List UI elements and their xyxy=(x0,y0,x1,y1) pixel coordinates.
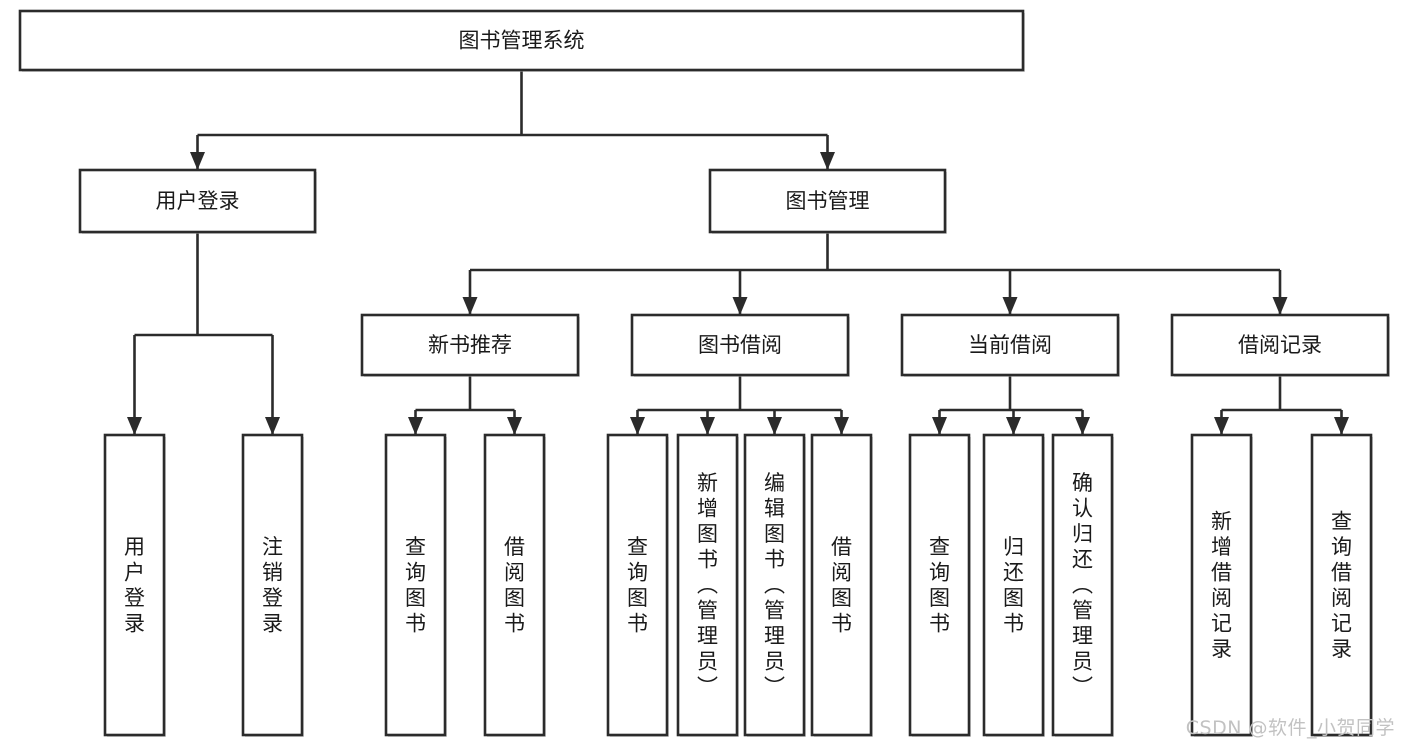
node-leaf-borrow-book[interactable]: 借阅图书 xyxy=(810,433,873,737)
node-root[interactable]: 图书管理系统 xyxy=(18,9,1025,72)
node-box xyxy=(18,9,1025,72)
node-leaf-add-borrow-record[interactable]: 新增借阅记录 xyxy=(1190,433,1253,737)
edge-group-book-management xyxy=(462,232,1288,315)
arrow-head-icon xyxy=(1334,417,1349,435)
node-leaf-query-book-borrow[interactable]: 查询图书 xyxy=(606,433,669,737)
arrow-head-icon xyxy=(265,417,280,435)
arrow-head-icon xyxy=(190,152,205,170)
node-label: 用户登录 xyxy=(156,189,240,213)
arrow-head-icon xyxy=(507,417,522,435)
edge-group-new-book-recommend xyxy=(408,375,522,435)
node-box xyxy=(908,433,971,737)
node-layer: 图书管理系统用户登录图书管理新书推荐图书借阅当前借阅借阅记录用户登录注销登录查询… xyxy=(18,9,1390,737)
node-leaf-return-book[interactable]: 归还图书 xyxy=(982,433,1045,737)
arrow-head-icon xyxy=(462,297,478,315)
node-box xyxy=(384,433,447,737)
arrow-head-icon xyxy=(1075,417,1090,435)
arrow-head-icon xyxy=(700,417,715,435)
node-label: 图书管理 xyxy=(786,189,870,213)
node-label: 查询图书 xyxy=(929,535,950,636)
node-box xyxy=(630,313,850,377)
arrow-head-icon xyxy=(767,417,782,435)
node-box xyxy=(1170,313,1390,377)
node-leaf-query-book-rec[interactable]: 查询图书 xyxy=(384,433,447,737)
node-box xyxy=(900,313,1120,377)
arrow-head-icon xyxy=(408,417,423,435)
node-current-borrow[interactable]: 当前借阅 xyxy=(900,313,1120,377)
node-label: 借阅图书 xyxy=(504,535,525,636)
node-box xyxy=(606,433,669,737)
edge-group-current-borrow xyxy=(932,375,1090,435)
node-box xyxy=(241,433,304,737)
node-label: 用户登录 xyxy=(124,535,145,636)
node-box xyxy=(708,168,947,234)
node-leaf-query-borrow-record[interactable]: 查询借阅记录 xyxy=(1310,433,1373,737)
node-label: 借阅记录 xyxy=(1238,333,1322,357)
node-box xyxy=(982,433,1045,737)
node-leaf-user-logout[interactable]: 注销登录 xyxy=(241,433,304,737)
node-label: 归还图书 xyxy=(1003,535,1024,636)
edge-group-borrow-record xyxy=(1214,375,1349,435)
arrow-head-icon xyxy=(1272,297,1288,315)
arrow-head-icon xyxy=(127,417,142,435)
node-book-management[interactable]: 图书管理 xyxy=(708,168,947,234)
node-leaf-add-book[interactable]: 新增图书︵管理员︶ xyxy=(676,433,739,737)
node-box xyxy=(103,433,166,737)
node-label: 编辑图书︵管理员︶ xyxy=(764,471,785,699)
node-user-login[interactable]: 用户登录 xyxy=(78,168,317,234)
node-box xyxy=(676,433,739,737)
node-box xyxy=(78,168,317,234)
node-label: 新增图书︵管理员︶ xyxy=(697,471,718,699)
node-leaf-user-login[interactable]: 用户登录 xyxy=(103,433,166,737)
arrow-head-icon xyxy=(630,417,645,435)
node-label: 查询图书 xyxy=(627,535,648,636)
node-label: 注销登录 xyxy=(262,535,283,636)
node-borrow-record[interactable]: 借阅记录 xyxy=(1170,313,1390,377)
edge-group-book-borrow xyxy=(630,375,849,435)
node-box xyxy=(1051,433,1114,737)
node-box xyxy=(483,433,546,737)
node-label: 图书借阅 xyxy=(698,333,782,357)
node-label: 新增借阅记录 xyxy=(1211,509,1232,661)
node-box xyxy=(743,433,806,737)
node-leaf-borrow-book-rec[interactable]: 借阅图书 xyxy=(483,433,546,737)
arrow-head-icon xyxy=(732,297,748,315)
node-leaf-query-book-current[interactable]: 查询图书 xyxy=(908,433,971,737)
node-label: 图书管理系统 xyxy=(459,29,585,53)
arrow-head-icon xyxy=(1006,417,1021,435)
arrow-head-icon xyxy=(1214,417,1229,435)
arrow-head-icon xyxy=(932,417,947,435)
node-label: 查询借阅记录 xyxy=(1331,509,1352,661)
node-label: 新书推荐 xyxy=(428,333,512,357)
node-label: 借阅图书 xyxy=(831,535,852,636)
csdn-watermark: CSDN @软件_小贺同学 xyxy=(1185,717,1395,739)
edge-group-root xyxy=(190,70,835,170)
node-box xyxy=(360,313,580,377)
node-label: 确认归还︵管理员︶ xyxy=(1072,471,1093,699)
arrow-head-icon xyxy=(1002,297,1018,315)
node-box xyxy=(810,433,873,737)
node-leaf-confirm-return[interactable]: 确认归还︵管理员︶ xyxy=(1051,433,1114,737)
node-box xyxy=(1190,433,1253,737)
arrow-head-icon xyxy=(820,152,835,170)
node-leaf-edit-book[interactable]: 编辑图书︵管理员︶ xyxy=(743,433,806,737)
node-box xyxy=(1310,433,1373,737)
arrow-head-icon xyxy=(834,417,849,435)
node-book-borrow[interactable]: 图书借阅 xyxy=(630,313,850,377)
node-new-book-recommend[interactable]: 新书推荐 xyxy=(360,313,580,377)
edge-group-user-login xyxy=(127,232,280,435)
connector-layer xyxy=(127,70,1349,435)
node-label: 当前借阅 xyxy=(968,333,1052,357)
node-label: 查询图书 xyxy=(405,535,426,636)
